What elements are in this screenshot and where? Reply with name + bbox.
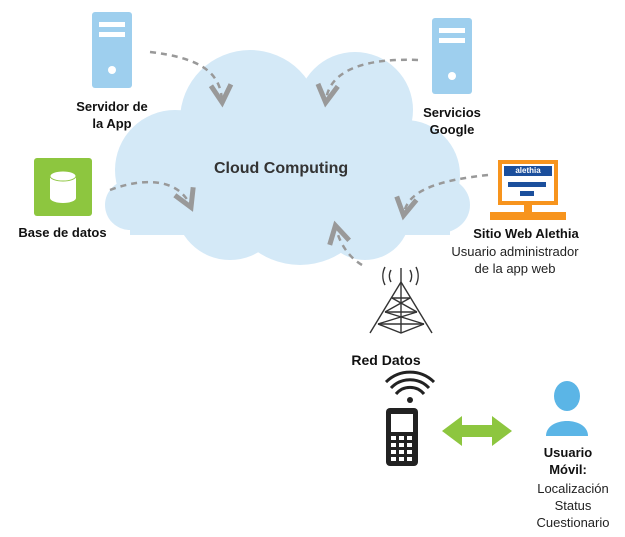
mobile-user-item: Status (554, 498, 592, 513)
app-server-label-line2: la App (92, 116, 132, 131)
database-label: Base de datos (18, 225, 107, 240)
app-server-label-line1: Servidor de (76, 99, 148, 114)
google-services-label-line1: Servicios (423, 105, 481, 120)
mobile-user-item: Cuestionario (536, 515, 610, 530)
database-icon (34, 158, 92, 216)
mobile-phone-icon (386, 408, 418, 466)
website-brand: alethia (515, 166, 541, 175)
antenna-tower-icon (369, 266, 433, 334)
server-icon (92, 12, 132, 88)
double-arrow-icon (442, 416, 512, 446)
website-title: Sitio Web Alethia (473, 226, 579, 241)
network-label: Red Datos (351, 352, 421, 368)
cloud-shape (105, 50, 470, 265)
google-services-label-line2: Google (429, 122, 475, 137)
website-desc-line1: Usuario administrador (451, 244, 579, 259)
monitor-icon (490, 160, 566, 220)
user-icon (546, 381, 588, 436)
dashed-connector-arrows (109, 50, 489, 267)
wifi-signal-icon (384, 370, 436, 403)
cloud-title: Cloud Computing (214, 160, 349, 177)
mobile-user-label-line2: Móvil: (549, 462, 587, 477)
google-server-icon (432, 18, 472, 94)
mobile-user-label-line1: Usuario (543, 445, 593, 460)
website-desc-line2: de la app web (474, 261, 556, 276)
mobile-user-item: Localización (537, 481, 609, 496)
